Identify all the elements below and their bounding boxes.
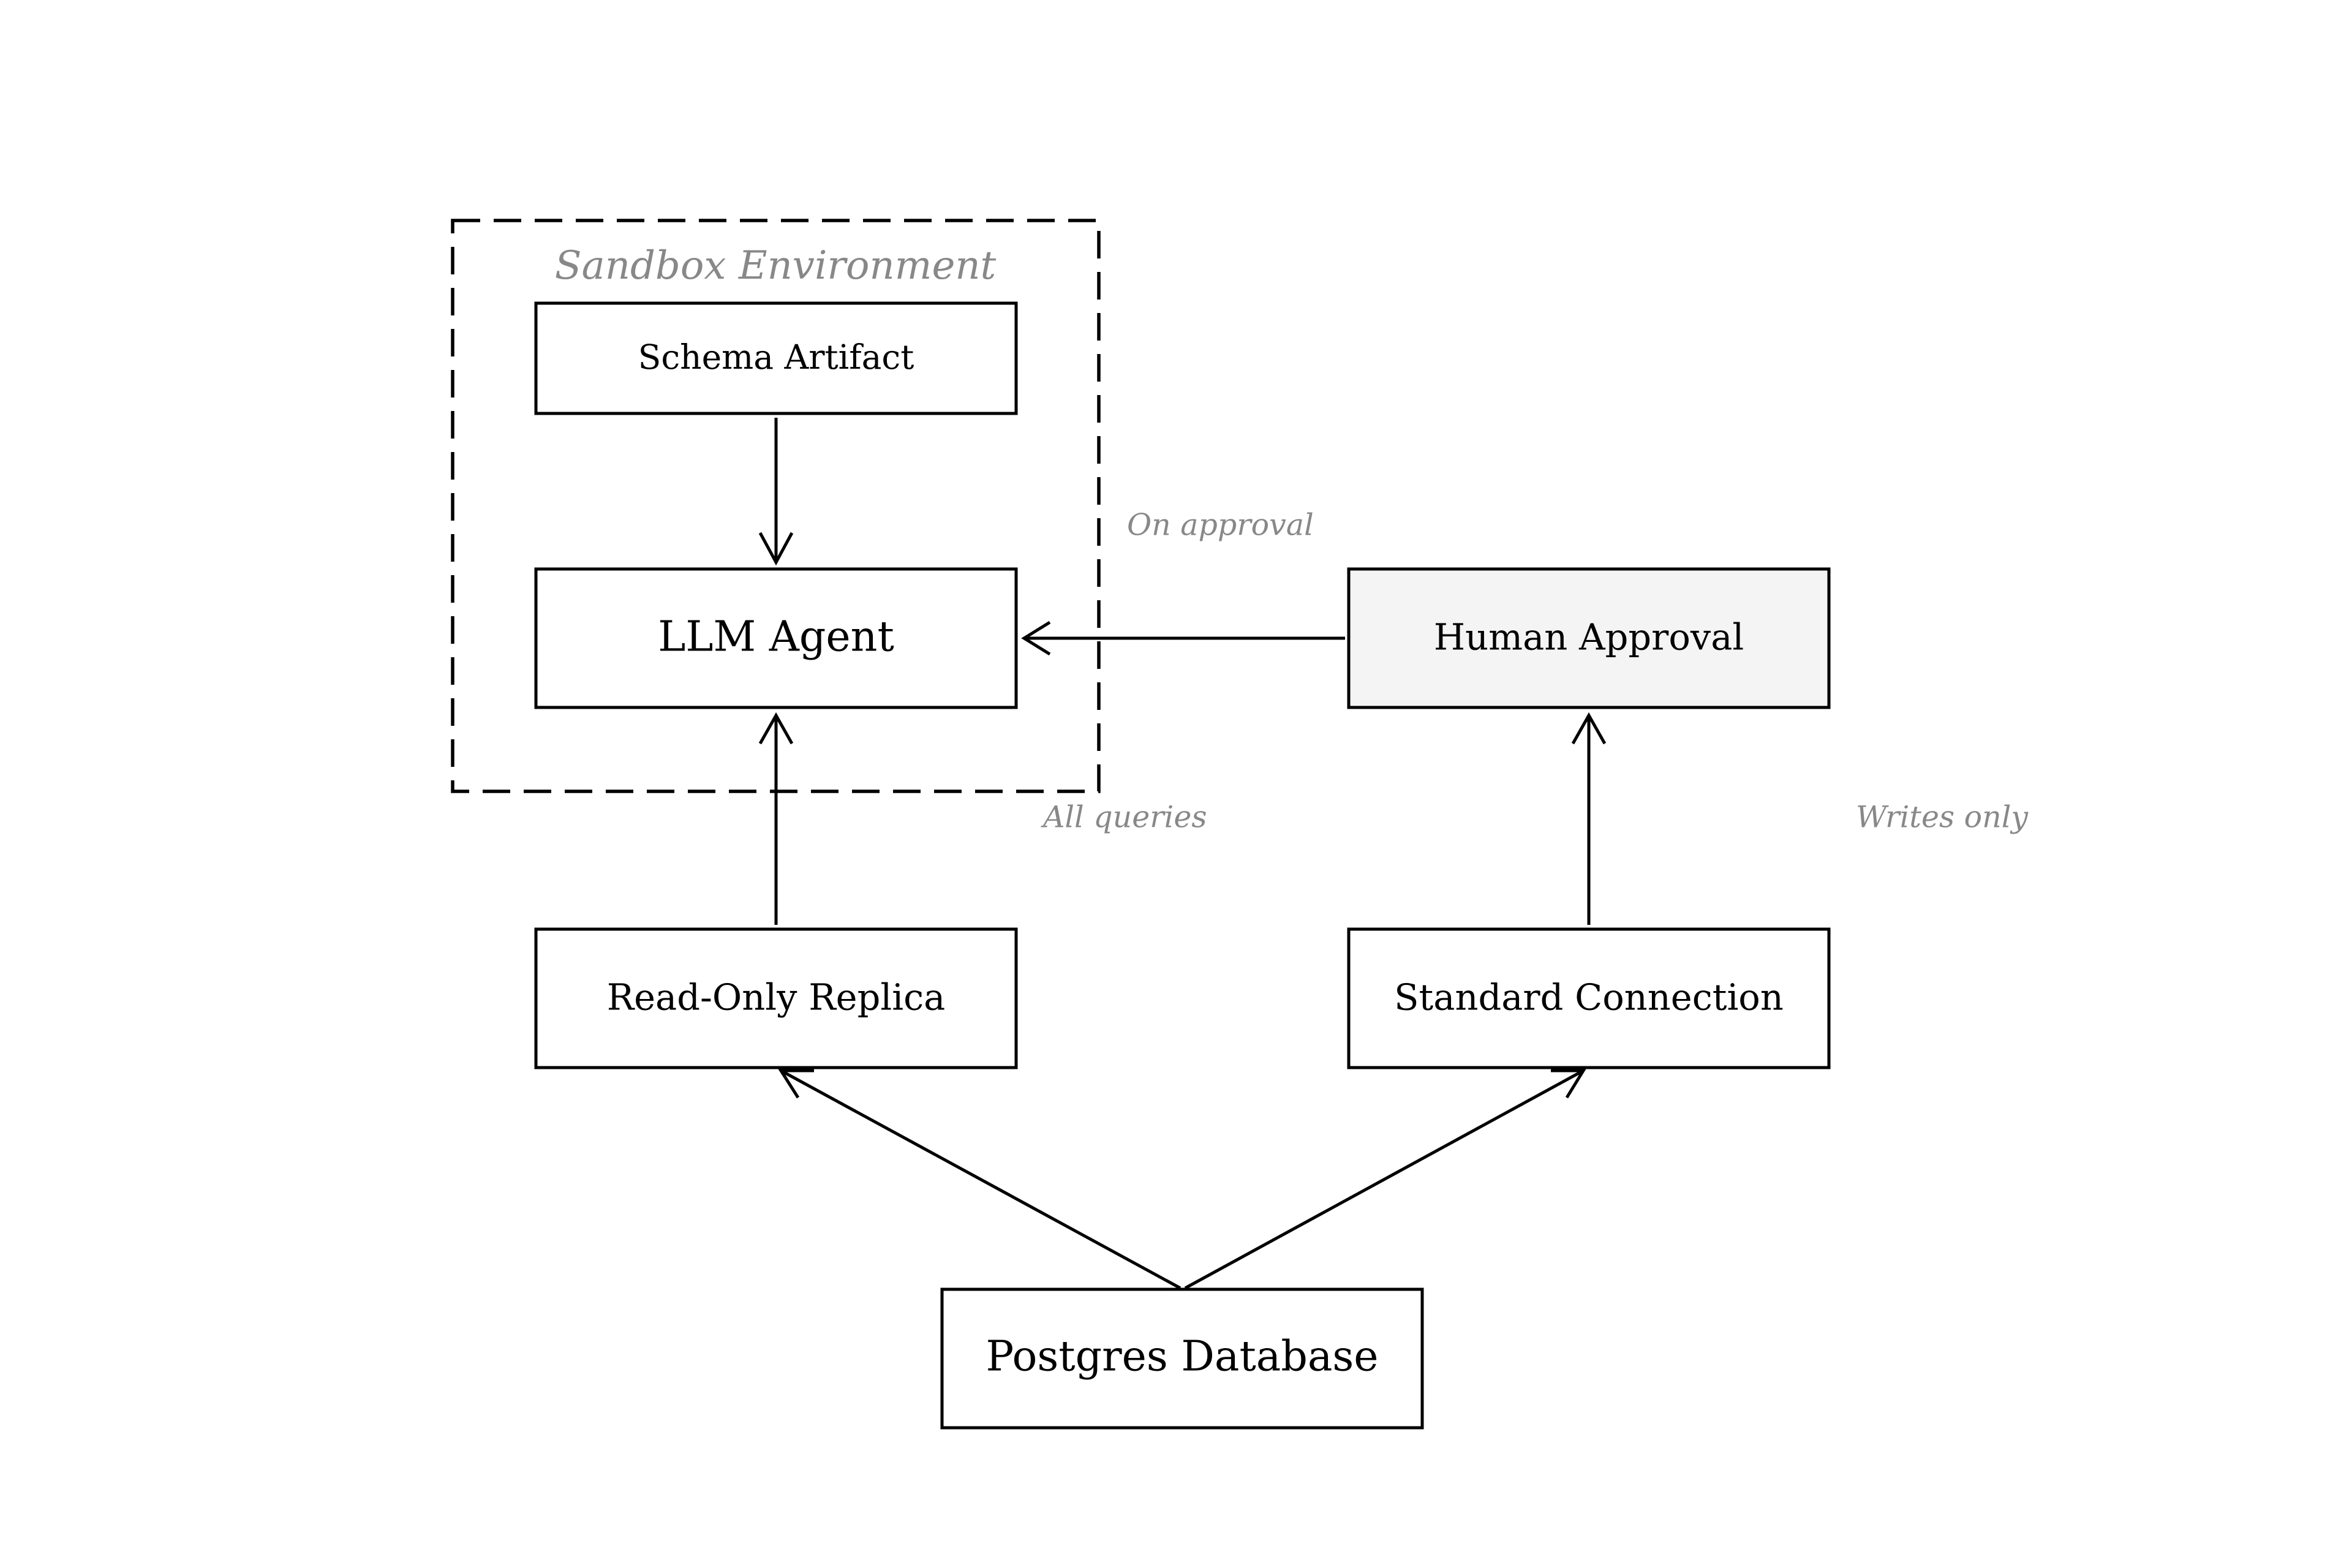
read-only-replica-box <box>534 927 1018 1069</box>
arrowhead <box>1571 712 1607 745</box>
edge-label-on-approval: On approval <box>1127 508 1314 543</box>
arrowhead <box>758 712 794 745</box>
edge-approval-to-llm <box>1021 620 1345 656</box>
human-approval-label: Human Approval <box>1434 616 1744 658</box>
postgres-database-label: Postgres Database <box>986 1333 1378 1381</box>
standard-connection-box <box>1347 927 1831 1069</box>
node-llm-agent: LLM Agent <box>534 567 1018 709</box>
schema-artifact-box <box>534 301 1018 415</box>
edge-label-all-queries: All queries <box>1041 800 1207 835</box>
edge-postgres-to-standard <box>1184 1069 1586 1290</box>
edge-postgres-to-replica <box>778 1069 1182 1290</box>
arrowhead <box>1021 620 1051 656</box>
read-only-replica-label: Read-Only Replica <box>607 976 946 1019</box>
node-standard-connection: Standard Connection <box>1347 927 1831 1069</box>
edge-label-writes-only: Writes only <box>1856 800 2029 835</box>
node-schema-artifact: Schema Artifact <box>534 301 1018 415</box>
node-human-approval: Human Approval <box>1347 567 1831 709</box>
llm-agent-box <box>534 567 1018 709</box>
schema-artifact-label: Schema Artifact <box>638 337 914 377</box>
sandbox-label: Sandbox Environment <box>555 243 997 288</box>
standard-connection-label: Standard Connection <box>1394 976 1784 1019</box>
postgres-database-box <box>940 1287 1424 1430</box>
edge-standard-to-approval <box>1571 712 1607 925</box>
node-read-only-replica: Read-Only Replica <box>534 927 1018 1069</box>
edge-schema-to-llm <box>758 418 794 566</box>
node-postgres-database: Postgres Database <box>940 1287 1424 1430</box>
llm-agent-label: LLM Agent <box>658 613 894 662</box>
edge-line <box>780 1069 1182 1290</box>
arrowhead <box>778 1069 814 1099</box>
arrowhead <box>758 532 794 566</box>
edge-line <box>1184 1069 1585 1290</box>
human-approval-box <box>1347 567 1831 709</box>
arrowhead <box>1551 1069 1586 1099</box>
edge-replica-to-llm <box>758 712 794 925</box>
